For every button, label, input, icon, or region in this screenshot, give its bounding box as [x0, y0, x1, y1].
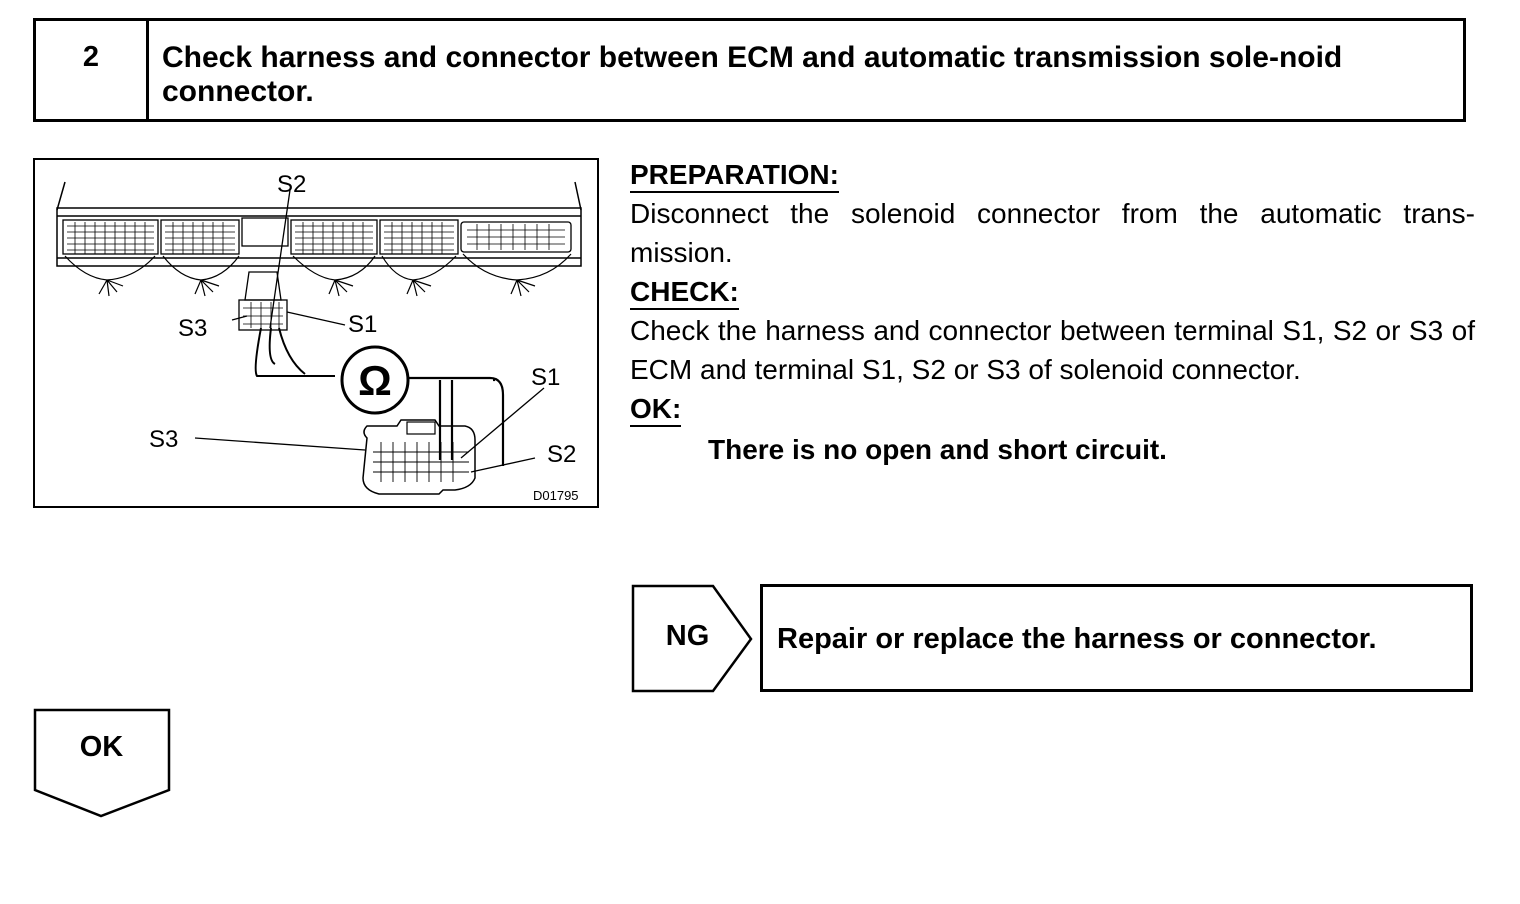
wiring-diagram: S2 S3 S1 Ω S1 S3 S2 D01795 [33, 158, 599, 508]
ecm-s3-label: S3 [178, 315, 207, 342]
solenoid-s1-label: S1 [531, 364, 560, 391]
ecm-solenoid-schematic: S2 S3 S1 Ω S1 S3 S2 D01795 [56, 171, 582, 503]
preparation-text: Disconnect the solenoid connector from t… [630, 198, 1475, 268]
step-header: 2 Check harness and connector between EC… [33, 18, 1466, 122]
solenoid-connector [362, 419, 476, 495]
solenoid-s3-label: S3 [149, 426, 178, 453]
check-text: Check the harness and connector between … [630, 315, 1475, 385]
step-number: 2 [36, 21, 149, 119]
ohmmeter [340, 345, 410, 415]
ok-label: OK [79, 731, 124, 763]
figure-code: D01795 [533, 488, 579, 503]
ecm-connectors [62, 217, 572, 255]
ng-action-text: Repair or replace the harness or connect… [777, 623, 1377, 655]
ng-action-box: Repair or replace the harness or connect… [760, 584, 1473, 692]
probe-leads [408, 376, 505, 466]
step-title: Check harness and connector between ECM … [162, 41, 1343, 108]
ok-criteria-text: There is no open and short circuit. [708, 434, 1167, 465]
preparation-heading: PREPARATION: [630, 158, 839, 193]
ohm-symbol: Ω [358, 357, 392, 404]
wire-bundles [64, 253, 572, 297]
ok-heading: OK: [630, 392, 682, 427]
solenoid-s2-label: S2 [547, 441, 576, 468]
ecm-s2-label: S2 [277, 171, 306, 198]
ecm-test-plug [238, 189, 335, 377]
ok-arrow-shape [33, 708, 171, 818]
check-heading: CHECK: [630, 275, 739, 310]
ecm-housing [56, 181, 582, 267]
callout-lines [194, 311, 545, 473]
ng-label: NG [665, 620, 710, 652]
ng-arrow-shape [631, 584, 753, 693]
ecm-s1-label: S1 [348, 311, 377, 338]
instructions: PREPARATION: Disconnect the solenoid con… [630, 155, 1475, 469]
